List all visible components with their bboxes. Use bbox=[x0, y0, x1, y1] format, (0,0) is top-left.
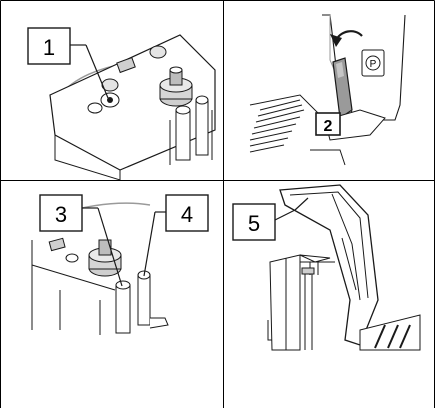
panel-parking-lever: P 2 bbox=[250, 15, 405, 165]
callout-label-1: 1 bbox=[43, 35, 55, 60]
panel-seat-hood: 5 bbox=[233, 185, 420, 350]
callout-label-5: 5 bbox=[248, 211, 260, 236]
lever-4 bbox=[138, 275, 150, 325]
svg-text:P: P bbox=[370, 59, 377, 70]
panel-levers: 3 4 bbox=[32, 195, 208, 335]
leader-line-5 bbox=[275, 210, 295, 220]
callout-label-2: 2 bbox=[324, 118, 333, 135]
callout-label-3: 3 bbox=[55, 202, 67, 227]
lever-3 bbox=[116, 285, 130, 333]
leader-line-4 bbox=[144, 212, 155, 276]
callout-label-4: 4 bbox=[181, 202, 193, 227]
panel-control-knob: 1 bbox=[28, 28, 215, 180]
